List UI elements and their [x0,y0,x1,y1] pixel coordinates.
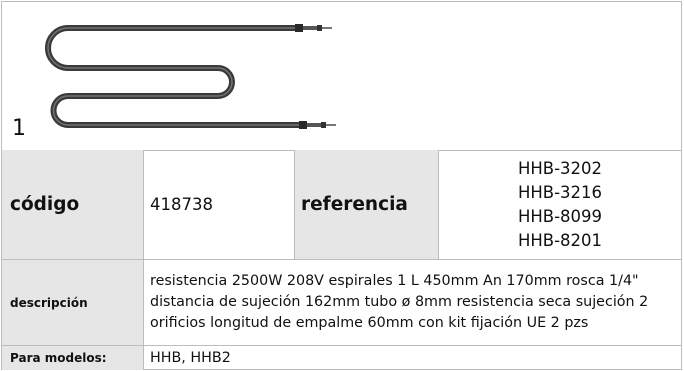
reference-item: HHB-3216 [517,182,603,202]
description-label-cell: descripción [2,260,144,345]
reference-list: HHB-3202 HHB-3216 HHB-8099 HHB-8201 [518,157,602,253]
description-value-cell: resistencia 2500W 208V espirales 1 L 450… [144,260,681,345]
reference-item: HHB-8201 [517,230,603,250]
heating-element-tube [45,25,305,128]
code-value-cell: 418738 [144,150,295,259]
description-text: resistencia 2500W 208V espirales 1 L 450… [150,271,648,334]
reference-label: referencia [301,194,408,215]
reference-label-cell: referencia [295,150,439,259]
code-row: código 418738 referencia HHB-3202 HHB-32… [2,150,681,260]
description-line: distancia de sujeción 162mm tubo ø 8mm r… [150,294,649,310]
top-terminal [295,24,332,32]
models-label: Para modelos: [10,351,107,365]
item-number: 1 [12,116,26,141]
models-row: Para modelos: HHB, HHB2 [2,346,681,370]
product-image-cell: 1 [2,2,681,151]
reference-values-cell: HHB-3202 HHB-3216 HHB-8099 HHB-8201 [439,150,681,259]
models-label-cell: Para modelos: [2,346,144,370]
code-label-cell: código [2,150,144,259]
reference-item: HHB-3202 [517,158,603,178]
reference-item: HHB-8099 [517,206,603,226]
description-line: orificios longitud de empalme 60mm con k… [150,315,589,331]
models-value: HHB, HHB2 [150,350,231,366]
description-label: descripción [10,295,88,310]
bottom-terminal [299,121,336,129]
code-label: código [10,194,80,215]
models-value-cell: HHB, HHB2 [144,346,681,370]
code-value: 418738 [150,195,213,214]
heating-element-image [45,24,336,129]
description-row: descripción resistencia 2500W 208V espir… [2,260,681,346]
description-line: resistencia 2500W 208V espirales 1 L 450… [150,273,639,289]
